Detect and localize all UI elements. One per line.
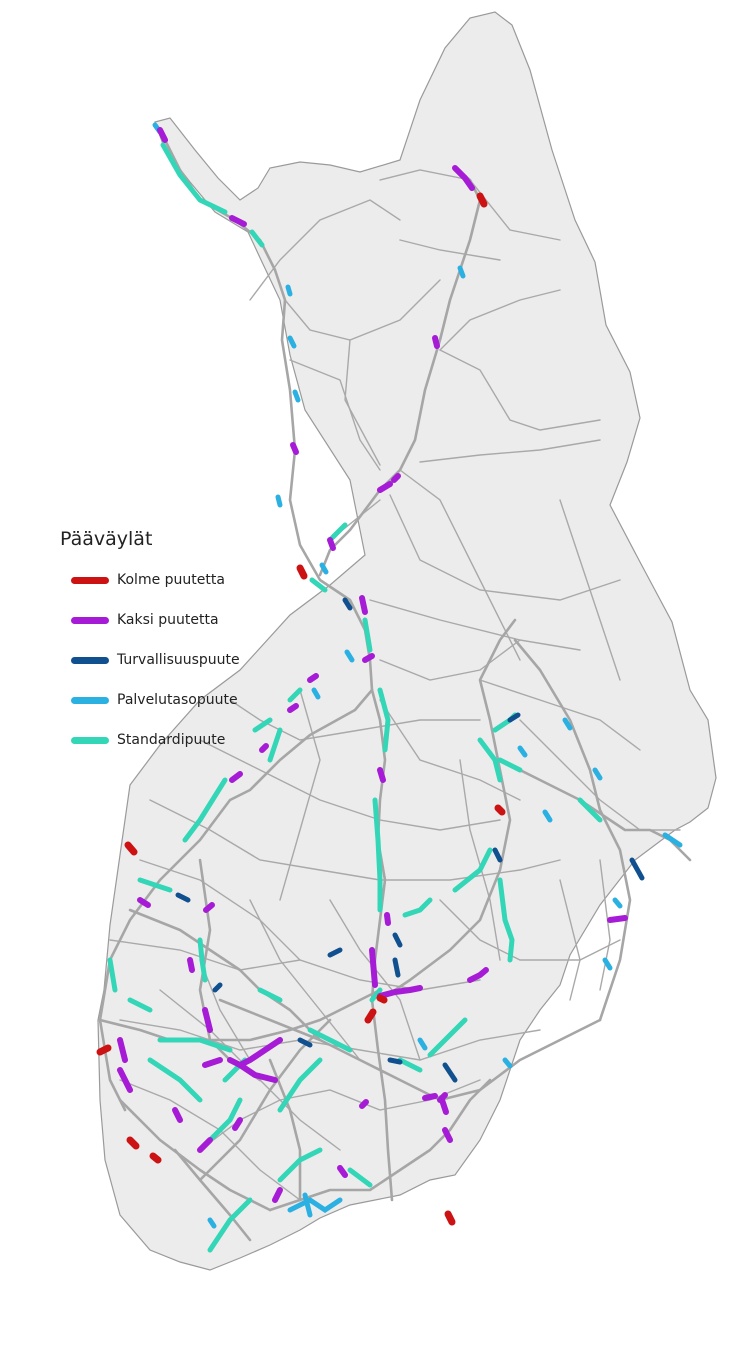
three-deficits-segments: [96, 192, 506, 1226]
standard-deficit-segments: [107, 142, 603, 1253]
legend-title: Pääväylät: [60, 528, 153, 550]
legend-label: Standardipuute: [117, 732, 226, 748]
legend-swatch-dark-blue: [71, 656, 109, 664]
map-legend: Pääväylät Kolme puutetta Kaksi puutetta …: [60, 528, 320, 760]
legend-item-kolme-puutetta: Kolme puutetta: [60, 560, 320, 600]
legend-label: Turvallisuuspuute: [117, 652, 240, 668]
major-road-network: [98, 128, 692, 1242]
legend-label: Palvelutasopuute: [117, 692, 238, 708]
legend-swatch-light-blue: [71, 696, 109, 704]
legend-label: Kolme puutetta: [117, 572, 225, 588]
safety-deficit-segments: [175, 597, 645, 1083]
legend-item-standardipuute: Standardipuute: [60, 720, 320, 760]
service-level-deficit-segments: [152, 122, 683, 1229]
finland-land-area: [97, 11, 717, 1271]
two-deficits-segments: [117, 127, 628, 1203]
legend-swatch-turquoise: [71, 736, 109, 744]
legend-item-palvelutasopuute: Palvelutasopuute: [60, 680, 320, 720]
legend-swatch-purple: [71, 616, 109, 624]
legend-item-turvallisuuspuute: Turvallisuuspuute: [60, 640, 320, 680]
legend-swatch-red: [71, 576, 109, 584]
legend-item-kaksi-puutetta: Kaksi puutetta: [60, 600, 320, 640]
legend-label: Kaksi puutetta: [117, 612, 219, 628]
